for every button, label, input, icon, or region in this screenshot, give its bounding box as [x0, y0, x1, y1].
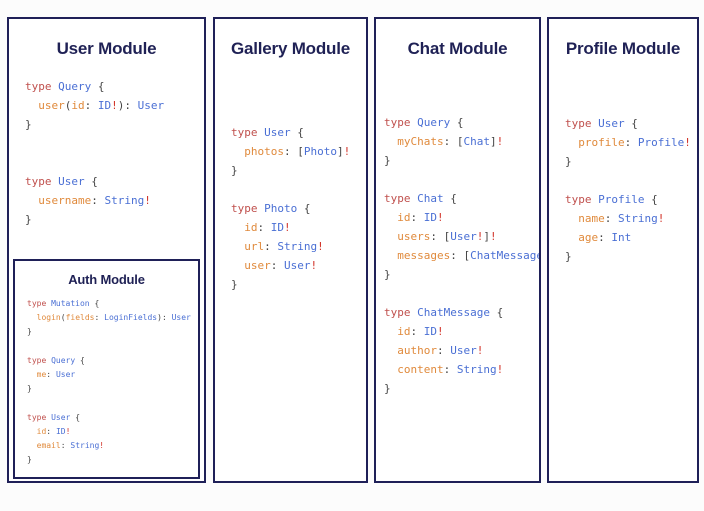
- panel-title-profile-module: Profile Module: [565, 39, 681, 58]
- panel-gallery-module: Gallery Module type User { photos: [Phot…: [213, 17, 368, 483]
- panel-title-user-module: User Module: [56, 39, 157, 58]
- panel-title-gallery-module: Gallery Module: [230, 39, 351, 58]
- panel-title-auth-module: Auth Module: [68, 272, 145, 287]
- schema-code-gallery-module: type User { photos: [Photo]! } type Phot…: [231, 126, 351, 291]
- schema-code-chat-module: type Query { myChats: [Chat]! } type Cha…: [384, 116, 541, 395]
- schema-code-auth-module: type Mutation { login(fields: LoginField…: [27, 299, 191, 465]
- panel-profile-module: Profile Module type User { profile: Prof…: [547, 17, 699, 483]
- panel-chat-module: Chat Module type Query { myChats: [Chat]…: [374, 17, 541, 483]
- schema-code-user-module: type Query { user(id: ID!): User } type …: [25, 80, 165, 226]
- panel-title-chat-module: Chat Module: [407, 39, 508, 58]
- panel-auth-module: Auth Module type Mutation { login(fields…: [13, 259, 200, 479]
- schema-code-profile-module: type User { profile: Profile! } type Pro…: [565, 117, 691, 263]
- panel-user-module: User Module type Query { user(id: ID!): …: [7, 17, 206, 483]
